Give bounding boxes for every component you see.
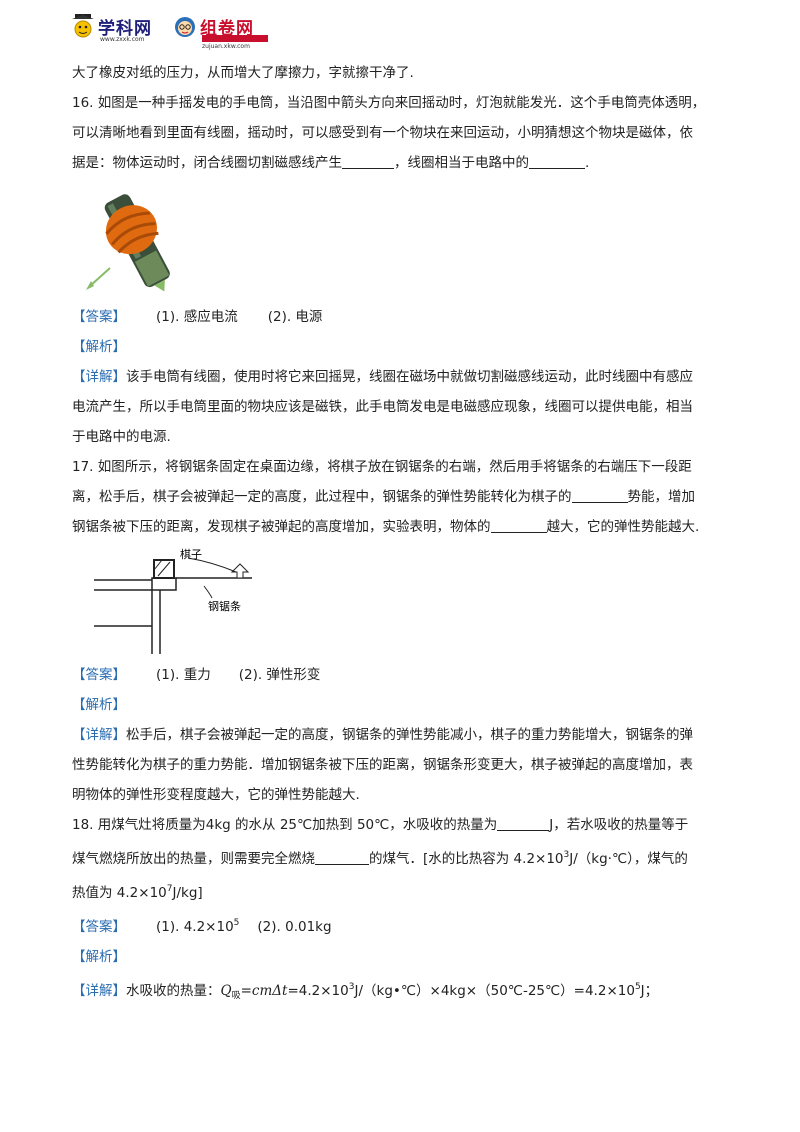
detail-16-line-1: 【详解】该手电筒有线圈，使用时将它来回摇晃，线圈在磁场中就做切割磁感线运动，此时… [72,362,732,392]
text-segment: 据是：物体运动时，闭合线圈切割磁感线产生 [72,155,342,171]
text-segment: J，若水吸收的热量等于 [549,817,689,833]
formula-symbol: Q [220,983,232,999]
text-segment: 水吸收的热量： [126,983,221,999]
answer-16-1: (1). 感应电流 [156,309,238,325]
text-segment: J/kg] [172,885,203,901]
analysis-17-tag: 【解析】 [72,690,732,720]
scholar-mascot-icon [72,14,94,38]
answer-blank [529,154,585,169]
hand-flashlight-illustration [86,194,170,292]
answer-16: 【答案】 (1). 感应电流 (2). 电源 [72,302,732,332]
text-segment: 该手电筒有线圈，使用时将它来回摇晃，线圈在磁场中就做切割磁感线运动，此时线圈中有… [126,369,693,385]
text-segment: ，线圈相当于电路中的 [394,155,529,171]
saw-blade-figure: 棋子 钢锯条 [92,546,292,656]
subscript: 吸 [231,991,241,1001]
question-16: 16. 如图是一种手摇发电的手电筒，当沿图中箭头方向来回摇动时，灯泡就能发光．这… [72,88,732,452]
answer-17-2: (2). 弹性形变 [238,667,321,683]
kid-mascot-icon [175,17,195,37]
question-17-line-2: 离，松手后，棋子会被弹起一定的高度，此过程中，钢锯条的弹性势能转化为棋子的 势能，… [72,482,732,512]
question-17: 17. 如图所示，将钢锯条固定在桌面边缘，将棋子放在钢锯条的右端，然后用手将锯条… [72,452,732,810]
question-16-line-1: 16. 如图是一种手摇发电的手电筒，当沿图中箭头方向来回摇动时，灯泡就能发光．这… [72,95,706,111]
question-17-line-1: 17. 如图所示，将钢锯条固定在桌面边缘，将棋子放在钢锯条的右端，然后用手将锯条… [72,459,692,475]
text-segment: 18. 用煤气灶将质量为4kg 的水从 25℃加热到 50℃，水吸收的热量为 [72,817,498,833]
text-segment: 松手后，棋子会被弹起一定的高度，钢锯条的弹性势能减小，棋子的重力势能增大，钢锯条… [126,727,693,743]
page-header: 学科网 www.zxxk.com 组卷网 zujuan.xkw.com [70,8,310,50]
answer-18-1: (1). 4.2×10 [156,919,234,935]
zujuan-logo-bar [202,35,268,42]
text-segment: 钢锯条被下压的距离，发现棋子被弹起的高度增加，实验表明，物体的 [72,519,491,535]
detail-17-line-2: 性势能转化为棋子的重力势能．增加钢锯条被下压的距离，钢锯条形变更大，棋子被弹起的… [72,757,693,773]
analysis-tag: 【解析】 [72,697,126,713]
analysis-18-tag: 【解析】 [72,942,732,972]
question-16-line-3: 据是：物体运动时，闭合线圈切割磁感线产生 ，线圈相当于电路中的. [72,148,732,178]
detail-tag: 【详解】 [72,369,126,385]
analysis-16-tag: 【解析】 [72,332,732,362]
detail-16-line-2: 电流产生，所以手电筒里面的物块应该是磁铁，此手电筒发电是电磁感应现象，线圈可以提… [72,399,693,415]
superscript: 5 [634,982,641,992]
formula: =cmΔt [240,983,288,999]
zujuan-logo-title: 组卷网 [200,19,254,39]
text-segment: J； [640,983,659,999]
zxxk-logo[interactable]: 学科网 www.zxxk.com [70,12,166,44]
text-segment: =4.2×10 [287,983,349,999]
superscript: 7 [166,884,173,894]
document-body: 大了橡皮对纸的压力，从而增大了摩擦力，字就擦干净了. 16. 如图是一种手摇发电… [72,58,732,1011]
superscript: 3 [348,982,355,992]
text-segment: J/（kg·℃），煤气的 [569,851,688,867]
answer-blank [315,850,369,865]
answer-blank [497,816,550,831]
zujuan-logo[interactable]: 组卷网 zujuan.xkw.com [172,12,282,50]
question-18: 18. 用煤气灶将质量为4kg 的水从 25℃加热到 50℃，水吸收的热量为 J，… [72,810,732,1011]
question-18-line-3: 热值为 4.2×107J/kg] [72,874,732,908]
detail-tag: 【详解】 [72,983,126,999]
answer-17-1: (1). 重力 [156,667,211,683]
analysis-tag: 【解析】 [72,339,126,355]
saw-blade-diagram: 棋子 钢锯条 [94,547,252,654]
question-16-line-2: 可以清晰地看到里面有线圈，摇动时，可以感受到有一个物块在来回运动，小明猜想这个物… [72,125,693,141]
question-18-line-2: 煤气燃烧所放出的热量，则需要完全燃烧 的煤气．[水的比热容为 4.2×103J/（… [72,840,732,874]
detail-16-line-3: 于电路中的电源. [72,429,171,445]
zxxk-logo-url: www.zxxk.com [100,36,145,43]
text-segment: 离，松手后，棋子会被弹起一定的高度，此过程中，钢锯条的弹性势能转化为棋子的 [72,489,572,505]
answer-blank [571,488,628,503]
zujuan-logo-url: zujuan.xkw.com [202,43,250,50]
flashlight-figure [82,186,202,296]
answer-tag: 【答案】 [72,309,126,325]
answer-17: 【答案】 (1). 重力 (2). 弹性形变 [72,660,732,690]
detail-17-line-3: 明物体的弹性形变程度越大，它的弹性势能越大. [72,787,360,803]
answer-blank [342,154,394,169]
text-segment: 的煤气．[水的比热容为 4.2×10 [369,851,564,867]
text-segment: 热值为 4.2×10 [72,885,167,901]
zxxk-logo-title: 学科网 [98,19,152,39]
text-segment: . [585,155,590,171]
detail-tag: 【详解】 [72,727,126,743]
saw-blade-label: 钢锯条 [208,599,241,613]
answer-blank [490,518,547,533]
detail-17-line-1: 【详解】松手后，棋子会被弹起一定的高度，钢锯条的弹性势能减小，棋子的重力势能增大… [72,720,732,750]
chess-piece-label: 棋子 [180,547,202,561]
answer-tag: 【答案】 [72,667,126,683]
superscript: 3 [563,850,570,860]
answer-tag: 【答案】 [72,919,126,935]
text-segment: J/（kg•℃）×4kg×（50℃-25℃）=4.2×10 [354,983,635,999]
text-segment: 越大，它的弹性势能越大. [546,519,700,535]
superscript: 5 [233,918,240,928]
text-segment: 势能，增加 [627,489,696,505]
answer-16-2: (2). 电源 [267,309,323,325]
text-line: 大了橡皮对纸的压力，从而增大了摩擦力，字就擦干净了. [72,65,414,81]
text-segment: 煤气燃烧所放出的热量，则需要完全燃烧 [72,851,315,867]
answer-18: 【答案】 (1). 4.2×105 (2). 0.01kg [72,908,732,942]
question-17-line-3: 钢锯条被下压的距离，发现棋子被弹起的高度增加，实验表明，物体的 越大，它的弹性势能… [72,512,732,542]
analysis-tag: 【解析】 [72,949,126,965]
answer-18-2: (2). 0.01kg [257,919,332,935]
detail-18-line-1: 【详解】水吸收的热量：Q吸=cmΔt=4.2×103J/（kg•℃）×4kg×（… [72,972,732,1011]
question-18-line-1: 18. 用煤气灶将质量为4kg 的水从 25℃加热到 50℃，水吸收的热量为 J，… [72,810,732,840]
